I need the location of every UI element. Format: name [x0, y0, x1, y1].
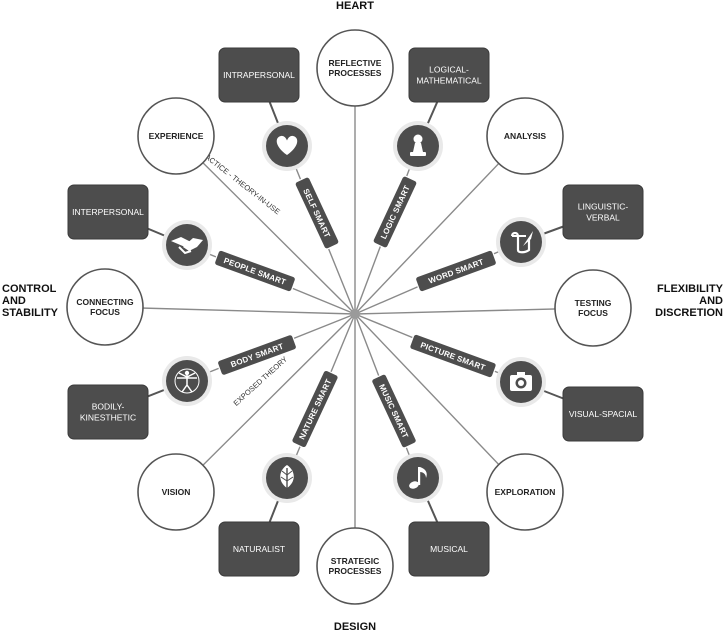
pill-logic-smart: LOGIC SMART	[372, 175, 418, 249]
spoke-line-circle	[175, 135, 356, 315]
box-label: INTERPERSONAL	[72, 207, 144, 217]
box-label: LOGICAL-MATHEMATICAL	[416, 65, 482, 86]
pill-people-smart: PEOPLE SMART	[213, 249, 297, 293]
circle-label: EXPLORATION	[495, 487, 556, 497]
spoke-line-circle	[354, 313, 526, 493]
circle-label: EXPERIENCE	[149, 131, 204, 141]
box-label: VISUAL-SPACIAL	[569, 409, 638, 419]
chess-pawn-icon	[393, 121, 443, 171]
pill-self-smart: SELF SMART	[294, 176, 340, 250]
box-interpersonal: INTERPERSONAL	[67, 184, 149, 240]
box-naturalist: NATURALIST	[218, 521, 300, 577]
wheel-center	[350, 309, 360, 319]
circle-exploration: EXPLORATION	[486, 453, 564, 531]
circle-analysis: ANALYSIS	[486, 97, 564, 175]
pill-body-smart: BODY SMART	[216, 334, 298, 376]
box-logical-mathematical: LOGICAL-MATHEMATICAL	[408, 47, 490, 103]
pill-label: NATURE SMART	[297, 377, 333, 440]
box-intrapersonal: INTRAPERSONAL	[218, 47, 300, 103]
axis-label-bottom: DESIGN	[334, 621, 376, 632]
leaf-icon	[262, 453, 312, 503]
box-visual-spacial: VISUAL-SPACIAL	[562, 386, 644, 442]
spoke-line-circle	[175, 313, 356, 493]
pill-music-smart: MUSIC SMART	[371, 373, 417, 449]
scroll-quill-icon	[496, 217, 546, 267]
spoke-line-circle	[354, 307, 594, 315]
circle-experience: EXPERIENCE	[137, 97, 215, 175]
spoke-line-circle	[354, 135, 526, 315]
heart-icon	[262, 121, 312, 171]
pill-word-smart: WORD SMART	[414, 249, 498, 293]
spoke-line-circle	[104, 306, 356, 315]
vitruvian-man-icon	[162, 356, 212, 406]
camera-icon	[496, 357, 546, 407]
box-linguistic-verbal: LINGUISTIC-VERBAL	[562, 184, 644, 240]
pill-nature-smart: NATURE SMART	[291, 369, 339, 449]
box-bodily-kinesthetic: BODILY-KINESTHETIC	[67, 384, 149, 440]
box-label: INTRAPERSONAL	[223, 70, 295, 80]
handshake-icon	[162, 220, 212, 270]
box-label: BODILY-KINESTHETIC	[80, 402, 136, 423]
box-label: MUSICAL	[430, 544, 468, 554]
axis-label-top: HEART	[336, 0, 374, 12]
pill-picture-smart: PICTURE SMART	[409, 333, 497, 379]
music-note-icon	[393, 453, 443, 503]
box-label: NATURALIST	[233, 544, 285, 554]
circle-label: VISION	[162, 487, 191, 497]
circle-vision: VISION	[137, 453, 215, 531]
box-label: LINGUISTIC-VERBAL	[578, 202, 629, 223]
box-musical: MUSICAL	[408, 521, 490, 577]
circle-label: ANALYSIS	[504, 131, 547, 141]
